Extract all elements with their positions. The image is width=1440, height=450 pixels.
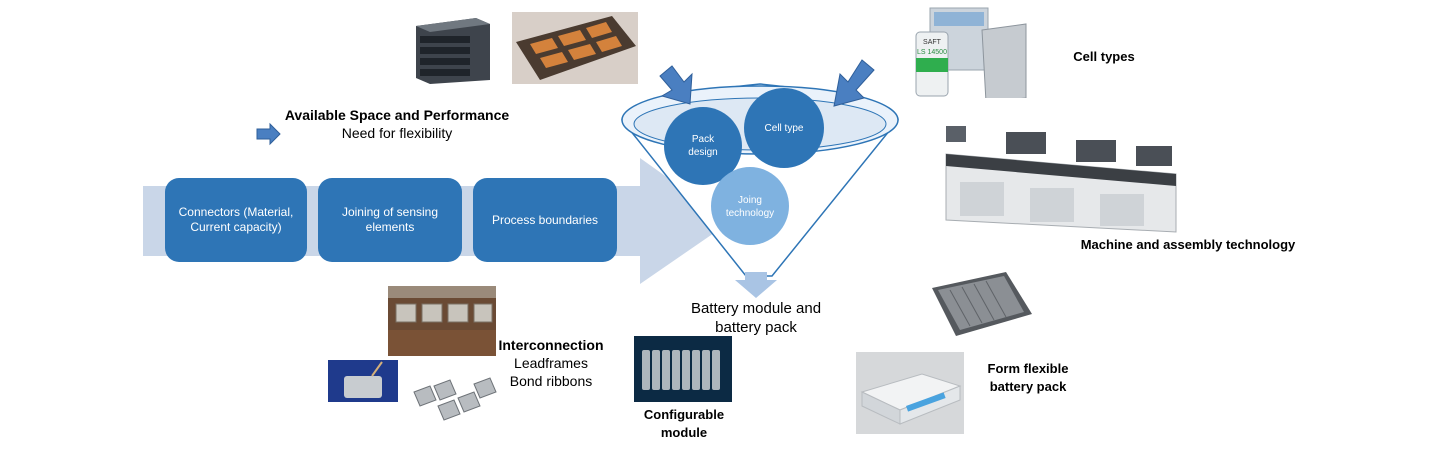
cell-can-model: LS 14500 [917, 49, 947, 56]
funnel-output-label: Battery module and battery pack [690, 300, 822, 336]
machine-label: Machine and assembly technology [1080, 237, 1296, 252]
leadframe-photo [410, 370, 500, 422]
process-box-joining: Joining of sensing elements [318, 178, 462, 262]
process-box-boundaries-label: Process boundaries [491, 212, 599, 227]
space-block: Available Space and Performance Need for… [270, 106, 524, 142]
battery-pack-photo [512, 12, 638, 84]
interconnection-title: Interconnection [498, 337, 604, 353]
space-title: Available Space and Performance [284, 107, 510, 123]
circle-cell-type-label: Cell type [764, 122, 804, 134]
cell-types-label: Cell types [1073, 49, 1135, 64]
arrow-in-left-icon [659, 65, 693, 105]
circle-cell-type [744, 88, 824, 168]
output-arrow-icon [735, 272, 777, 298]
circle-pack-design [664, 107, 742, 185]
circle-pack-design-label: Pack design [688, 134, 718, 158]
busbar-photo [388, 286, 496, 356]
process-box-boundaries: Process boundaries [473, 178, 617, 262]
circle-joining-label: Joing technology [725, 195, 775, 219]
cell-can-brand: SAFT [923, 39, 942, 46]
process-box-connectors-label: Connectors (Material, Current capacity) [178, 205, 294, 234]
space-arrow-icon [256, 122, 281, 146]
process-box-joining-label: Joining of sensing elements [341, 205, 439, 234]
cell-types-photo: SAFT LS 14500 [912, 4, 1030, 98]
battery-stack-photo [410, 14, 496, 84]
interconnection-block: Interconnection Leadframes Bond ribbons [492, 336, 610, 390]
interconnection-item: Leadframes [514, 355, 588, 371]
flexible-pack-photo [856, 352, 964, 434]
configurable-module-label: Configurable module [643, 407, 725, 440]
machine-photo [940, 122, 1188, 246]
cell-wire-photo [328, 360, 398, 402]
arrow-in-right-icon [833, 59, 875, 107]
battery-tray-photo [926, 268, 1036, 340]
form-flexible-label: Form flexible battery pack [987, 361, 1069, 394]
circle-joining-technology [711, 167, 789, 245]
space-subtitle: Need for flexibility [341, 125, 453, 141]
configurable-module-photo [634, 336, 732, 402]
process-box-connectors: Connectors (Material, Current capacity) [165, 178, 307, 262]
interconnection-item: Bond ribbons [509, 373, 593, 389]
